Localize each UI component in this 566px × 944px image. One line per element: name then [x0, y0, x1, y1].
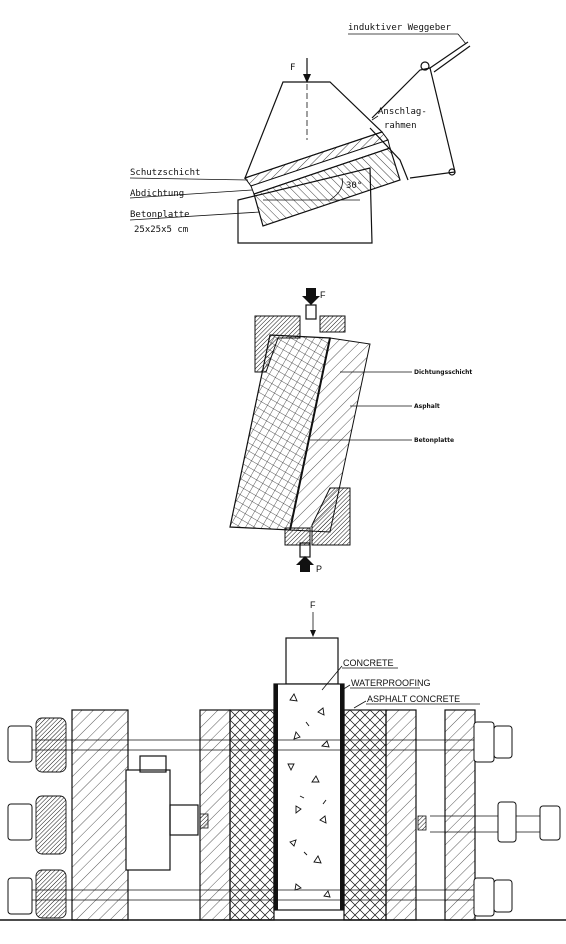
slab-label-middle: Betonplatte: [414, 437, 454, 444]
concrete-leader: [321, 665, 343, 691]
right-asphalt-block: [343, 709, 387, 921]
upper-force-arrow: [302, 288, 320, 305]
slab-leader: [129, 211, 261, 221]
sensor-arm: [429, 41, 469, 69]
sensor-pivot: [420, 61, 430, 71]
load-cell: [125, 769, 171, 871]
left-spacer: [199, 813, 209, 829]
asphalt-label: Asphalt: [414, 403, 440, 410]
outer-right-block: [444, 709, 476, 921]
slab-label: Betonplatte: [130, 210, 190, 220]
waterproofing-leader: [341, 684, 351, 691]
concrete-label: CONCRETE: [343, 658, 394, 668]
stop-frame: [369, 127, 409, 181]
asphalt-concrete-label: ASPHALT CONCRETE: [367, 694, 460, 704]
nuts-right: [473, 721, 561, 917]
angle-label: 30°: [346, 181, 362, 191]
right-spacer: [417, 815, 427, 831]
sealing-line: [289, 337, 331, 531]
frame-leader: [371, 115, 379, 121]
concrete-slab: [253, 147, 401, 227]
load-cell-cap: [139, 755, 167, 773]
upper-piston: [305, 304, 317, 320]
sensor-arm-2: [433, 45, 471, 73]
force-bottom-label: P: [316, 564, 322, 574]
figure-bottom-test-rig: F CONCRETE WATERPROOFING ASPHALT CONCRET…: [0, 600, 566, 921]
force-label-bottom: F: [310, 600, 316, 610]
waterproofing-left: [274, 684, 278, 910]
lower-pivot: [448, 168, 456, 176]
figure-middle-shear-specimen: F P Dichtungsschicht Asphalt Betonplatte: [229, 288, 472, 574]
asphalt-leader: [353, 700, 367, 709]
sensor-leader: [457, 33, 467, 45]
tie-rods: [18, 739, 540, 901]
outer-left-block: [71, 709, 129, 921]
inner-right-plate: [385, 709, 417, 921]
sensor-label: induktiver Weggeber: [348, 23, 452, 33]
waterproofing-label: WATERPROOFING: [351, 678, 431, 688]
sealing-layer-label: Dichtungsschicht: [414, 369, 472, 376]
frame-label-1: Anschlag-: [378, 107, 427, 117]
protective-leader: [129, 177, 249, 181]
load-plate: [285, 637, 339, 685]
waterproofing-right: [340, 684, 344, 910]
frame-label-2: rahmen: [384, 121, 417, 131]
force-arrowhead: [303, 74, 311, 83]
spring-stack-left: [35, 717, 67, 919]
slab-dims: 25x25x5 cm: [134, 225, 188, 235]
upper-clamp-right: [319, 315, 346, 333]
force-arrowhead-bottom: [310, 630, 316, 637]
figure-top-shear-apparatus: F induktiver Weggeber Anschlag- rahmen S…: [129, 23, 471, 244]
concrete-aggregate: [287, 693, 331, 898]
lower-force-arrow: [296, 556, 314, 572]
nuts-left: [7, 725, 33, 915]
left-asphalt-block: [229, 709, 275, 921]
force-label: F: [290, 63, 295, 73]
force-top-label: F: [320, 290, 326, 300]
sealing-leader: [129, 189, 253, 199]
protective-layer-label: Schutzschicht: [130, 168, 200, 178]
angle-arc: [329, 177, 343, 201]
sealing-label: Abdichtung: [130, 189, 184, 199]
concrete-core: [273, 683, 345, 911]
load-cell-connector: [169, 804, 199, 836]
